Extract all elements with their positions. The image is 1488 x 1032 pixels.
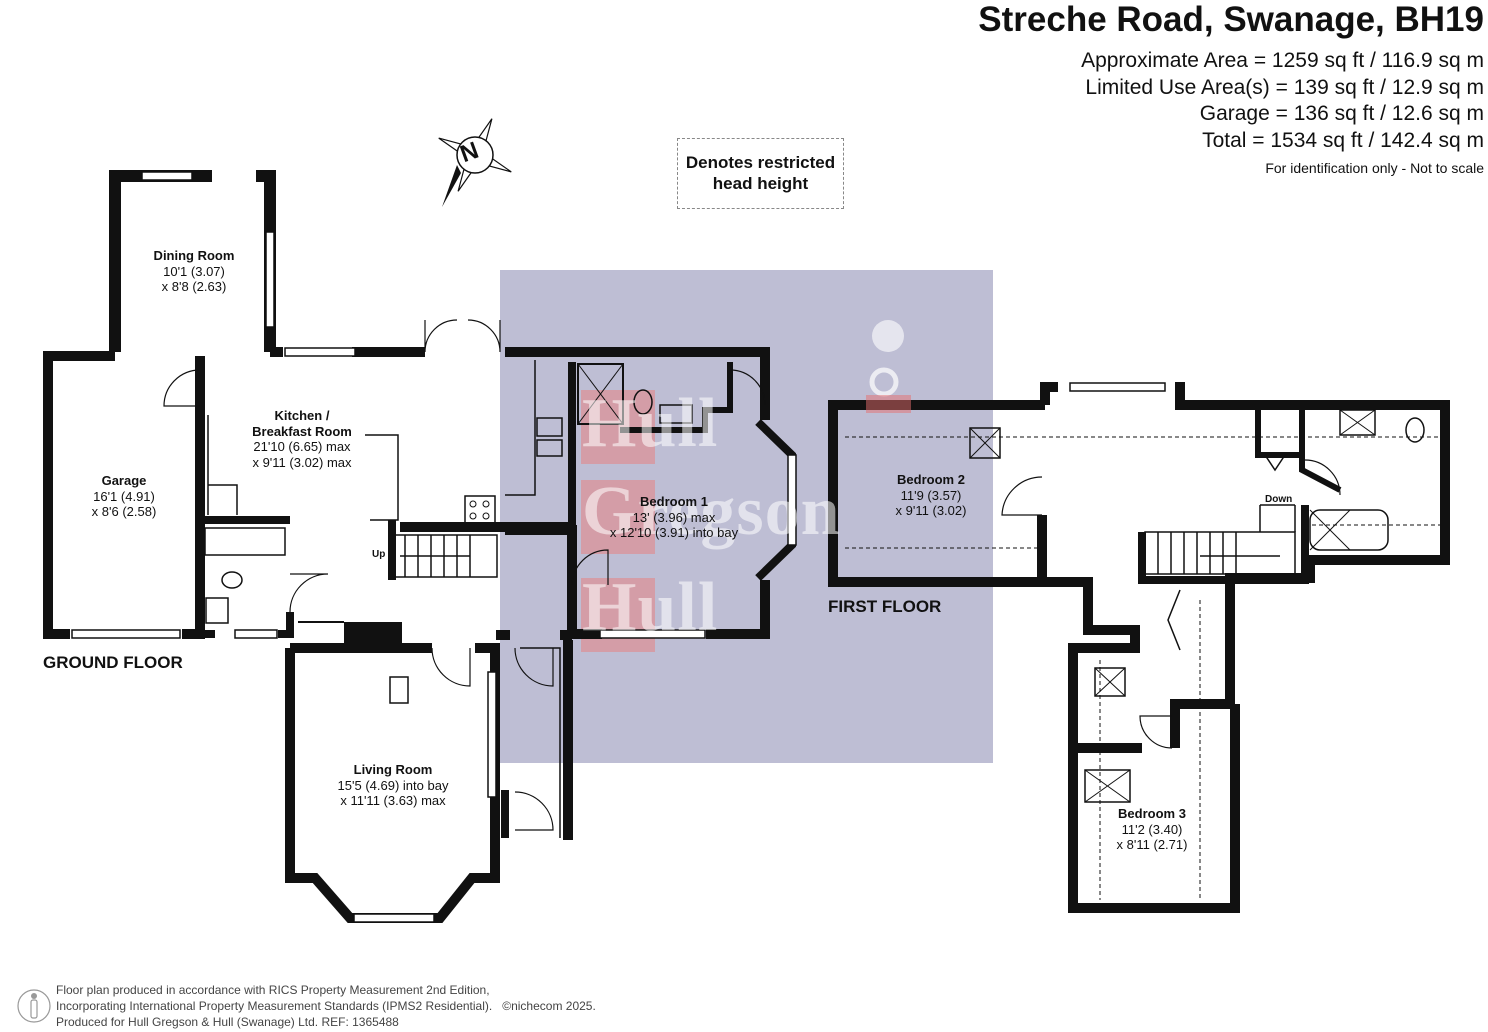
footer-text: Floor plan produced in accordance with R…: [56, 982, 596, 1030]
restricted-height-legend-box: [677, 138, 844, 209]
room-dim: 10'1 (3.07): [163, 263, 225, 279]
room-name: Kitchen /: [274, 408, 330, 423]
watermark-text-2: Gregson: [582, 473, 841, 550]
room-dim: x 8'6 (2.58): [91, 504, 157, 519]
cloakroom-bath: [204, 527, 286, 556]
identification-note: For identification only - Not to scale: [1265, 160, 1484, 176]
stairs-up-label: Up: [372, 549, 386, 560]
room-dim: x 8'11 (2.71): [1116, 837, 1188, 852]
skylight-icon: [969, 427, 1001, 459]
room-dim: 11'9 (3.57): [900, 487, 962, 503]
room-label-bedroom3: Bedroom 3 11'2 (3.40) x 8'11 (2.71): [1117, 806, 1188, 853]
room-label-bedroom1: Bedroom 1 13' (3.96) max x 12'10 (3.91) …: [610, 494, 738, 541]
room-dim: x 9'11 (3.02) max: [252, 454, 352, 470]
restricted-height-legend-text: Denotes restricted head height: [677, 152, 844, 194]
room-dim: x 9'11 (3.02): [895, 503, 967, 518]
door-swings: [163, 319, 766, 831]
room-name: Bedroom 1: [640, 494, 708, 509]
room-name: Bedroom 2: [897, 472, 965, 487]
basin-icon: [659, 404, 693, 424]
ground-floor-label: GROUND FLOOR: [43, 653, 183, 672]
windows: [71, 171, 1166, 923]
hall-bay: [520, 647, 561, 838]
cloakroom-walls: [196, 516, 294, 638]
room-dim: 13' (3.96) max: [632, 509, 716, 525]
room-dim: 16'1 (4.91): [93, 488, 155, 504]
room-label-bedroom2: Bedroom 2 11'9 (3.57) x 9'11 (3.02): [896, 472, 967, 519]
room-label-kitchen: Kitchen / Breakfast Room 21'10 (6.65) ma…: [252, 408, 352, 470]
toilet-icon: [633, 389, 653, 415]
kitchen-counter: [365, 434, 399, 521]
area-limited-use: Limited Use Area(s) = 139 sq ft / 12.9 s…: [1085, 75, 1484, 99]
room-name: Dining Room: [153, 248, 235, 263]
property-title: Streche Road, Swanage, BH19: [978, 0, 1484, 39]
accessibility-icon: [17, 989, 51, 1023]
legend-line-2: head height: [712, 174, 809, 193]
legend-line-1: Denotes restricted: [685, 153, 836, 172]
room-dim: x 8'8 (2.63): [161, 279, 227, 294]
upstairs-bath: [1309, 509, 1389, 551]
room-label-dining: Dining Room 10'1 (3.07) x 8'8 (2.63): [154, 248, 235, 295]
first-floor-label: FIRST FLOOR: [828, 597, 942, 616]
footer-line-1: Floor plan produced in accordance with R…: [56, 983, 490, 997]
footer-brand: ©nichecom 2025.: [502, 999, 596, 1013]
ground-stairs: [391, 534, 498, 578]
room-dim: 11'2 (3.40): [1121, 821, 1183, 837]
ensuite-partition: [620, 362, 733, 433]
footer-line-2: Incorporating International Property Mea…: [56, 999, 596, 1013]
kitchen-counter-east: [505, 360, 536, 496]
room-name: Bedroom 3: [1118, 806, 1186, 821]
hob-icon: [464, 495, 496, 524]
landing-walls: [1040, 382, 1450, 913]
sink-icon: [536, 417, 563, 437]
stairs-down-label: Down: [1265, 494, 1293, 505]
area-summary: Approximate Area = 1259 sq ft / 116.9 sq…: [1081, 48, 1484, 154]
room-label-living: Living Room 15'5 (4.69) into bay x 11'11…: [338, 762, 449, 809]
first-floor-stairs: [1144, 504, 1296, 575]
room-name: Living Room: [353, 762, 433, 777]
watermark-tile: [581, 480, 655, 554]
watermark-text-3: Hull: [582, 569, 719, 646]
living-room-fixture: [389, 676, 409, 704]
compass-icon: [438, 118, 512, 207]
room-dim: x 12'10 (3.91) into bay: [609, 525, 739, 540]
area-garage: Garage = 136 sq ft / 12.6 sq m: [1199, 102, 1484, 125]
ensuite-bath: [577, 363, 624, 425]
room-dim: x 11'11 (3.63) max: [340, 793, 446, 808]
room-dim: 21'10 (6.65) max: [253, 439, 351, 454]
footer-line-3: Produced for Hull Gregson & Hull (Swanag…: [56, 1015, 399, 1029]
watermark-logo: [866, 320, 911, 413]
room-name: Breakfast Room: [252, 423, 352, 439]
room-dim: 15'5 (4.69) into bay: [337, 777, 449, 793]
watermark-text-1: Hull: [582, 385, 719, 462]
watermark-tile: [581, 578, 655, 652]
room-label-garage: Garage 16'1 (4.91) x 8'6 (2.58): [92, 473, 157, 520]
area-total: Total = 1534 sq ft / 142.4 sq m: [1202, 128, 1484, 152]
area-approximate: Approximate Area = 1259 sq ft / 116.9 sq…: [1081, 49, 1484, 72]
room-name: Garage: [101, 473, 147, 488]
